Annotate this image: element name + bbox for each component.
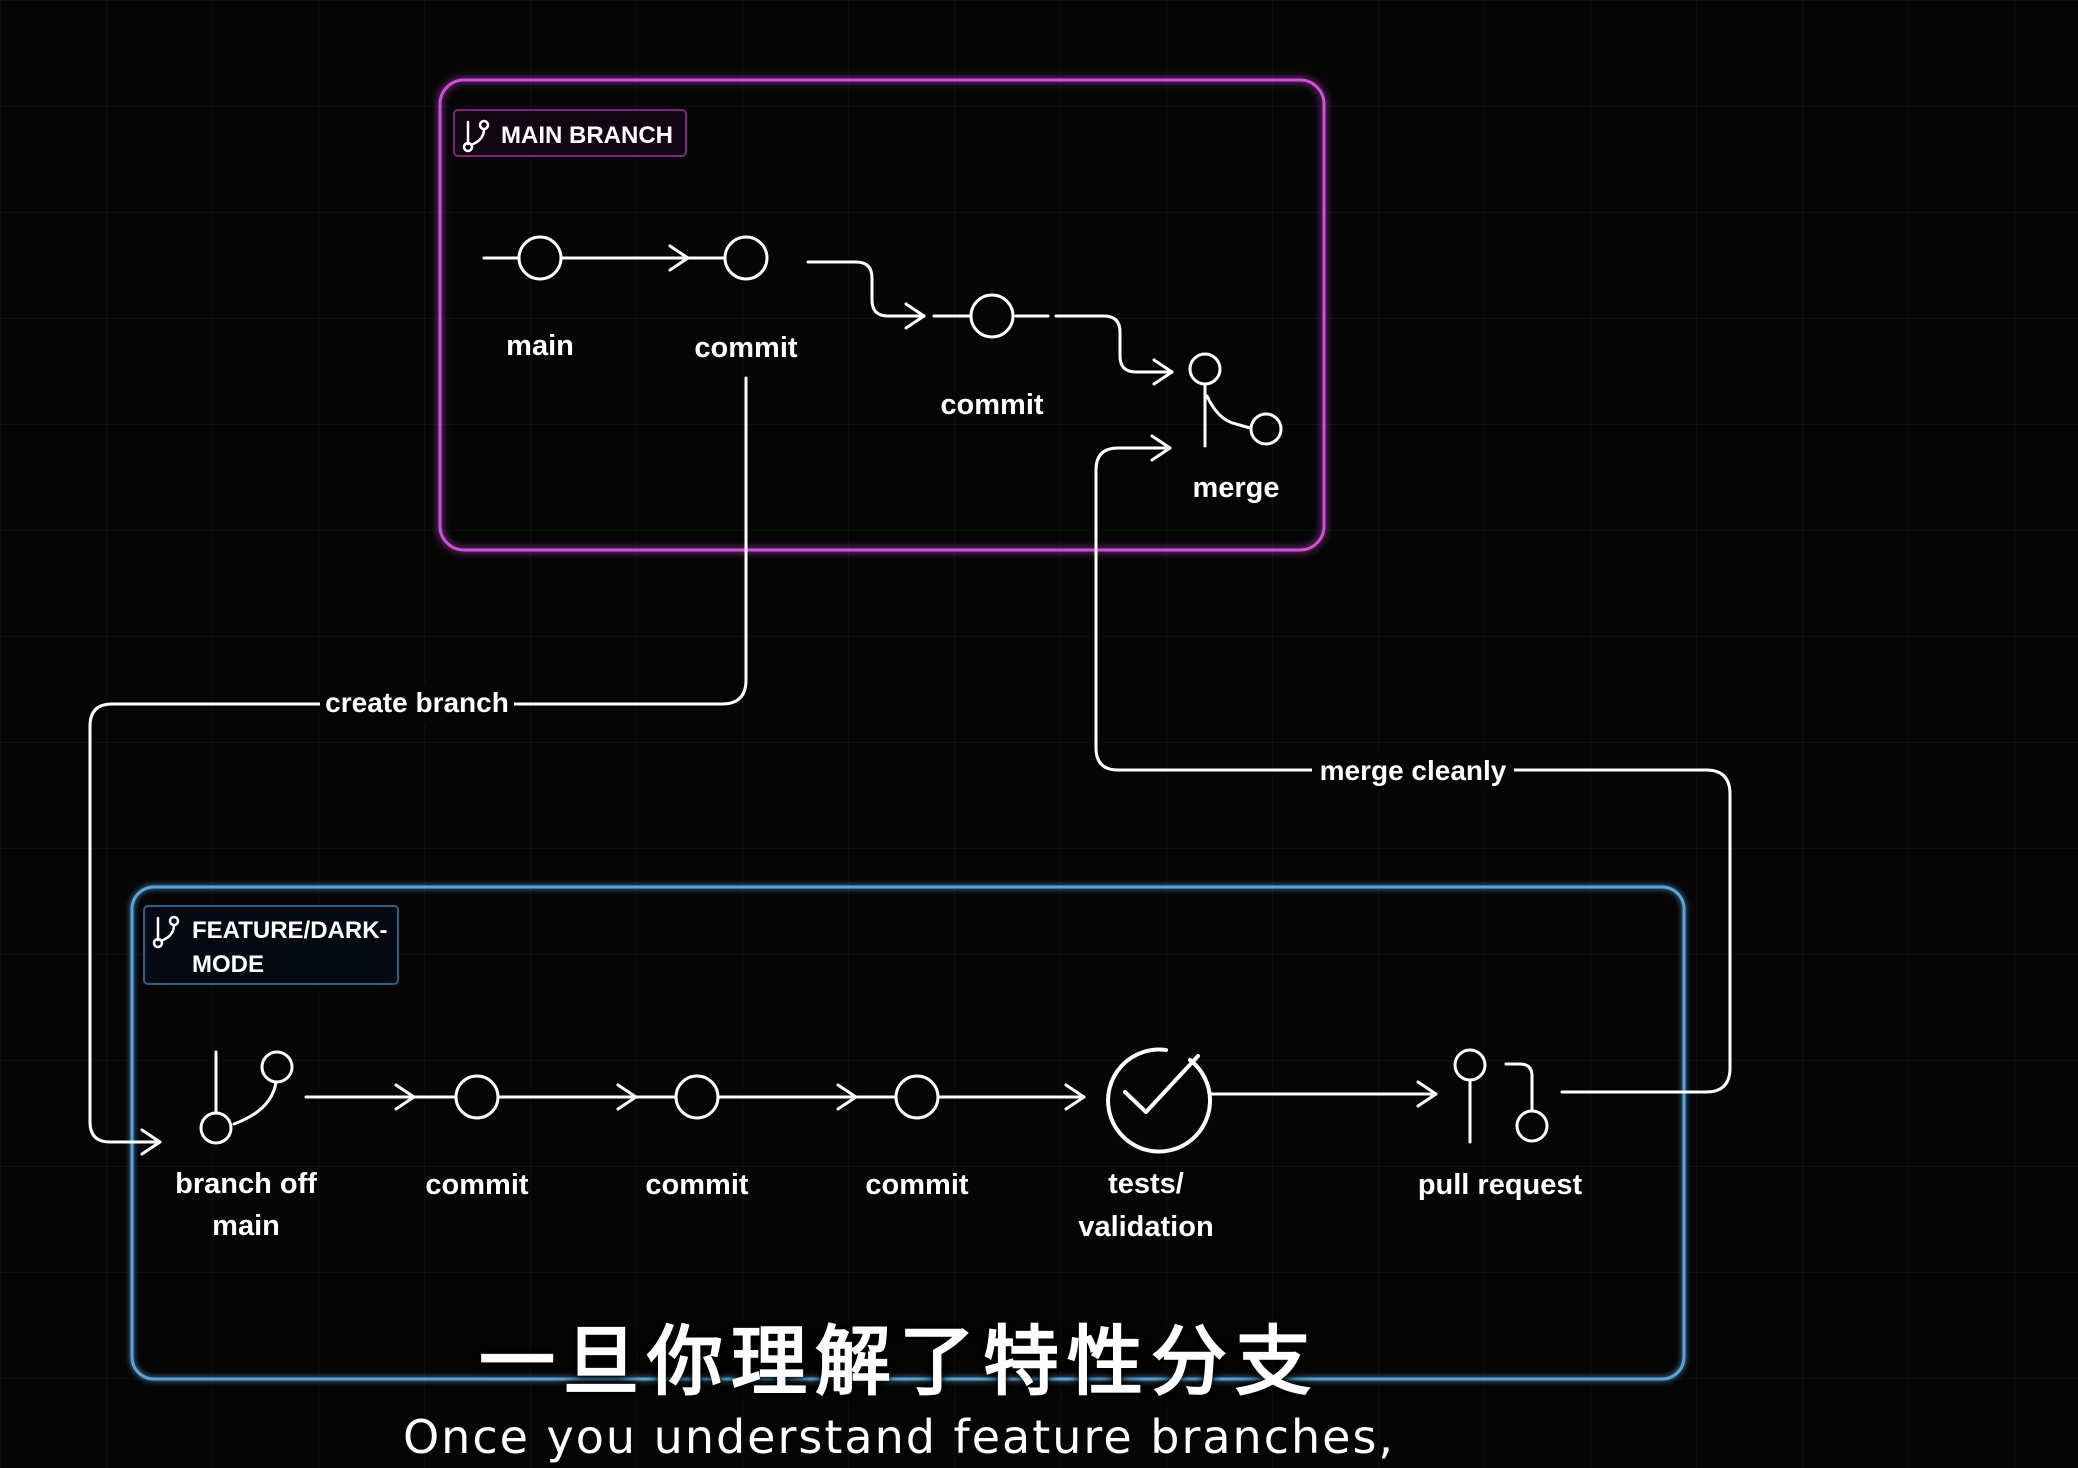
main-commit-label-1: commit (694, 332, 797, 364)
main-label: main (506, 330, 574, 362)
pull-request-icon (1453, 1048, 1549, 1144)
arrowhead (1416, 1080, 1438, 1108)
feature-commit-label-2: commit (645, 1169, 748, 1201)
git-branch-icon (152, 915, 180, 949)
arrowhead (1064, 1083, 1086, 1111)
check-circle-icon (1106, 1047, 1213, 1154)
branch-off-icon (199, 1050, 294, 1145)
create-branch-label: create branch (325, 687, 509, 718)
commit-to-commit-line (806, 260, 926, 318)
pull-request-label: pull request (1418, 1169, 1583, 1201)
branch-off-label-line1: branch off (175, 1168, 317, 1200)
feature-commit-label-3: commit (865, 1169, 968, 1201)
feature-commit-node-2 (674, 1074, 720, 1120)
feature-tag-line2: MODE (192, 951, 264, 978)
feature-commit-node-1 (454, 1074, 500, 1120)
main-branch-container (438, 78, 1326, 552)
branch-off-label-line2: main (212, 1210, 280, 1242)
feature-branch-tag: FEATURE/DARK- MODE (143, 905, 399, 985)
main-branch-tag: MAIN BRANCH (453, 109, 687, 157)
commit-to-merge-line (1054, 314, 1174, 374)
main-commit-node-2 (969, 293, 1015, 339)
arrowhead (1150, 434, 1172, 462)
merge-label: merge (1192, 472, 1279, 504)
main-commit-label-2: commit (940, 389, 1043, 421)
subtitle-english: Once you understand feature branches, (402, 1410, 1396, 1464)
tests-label-line1: tests/ (1108, 1168, 1184, 1200)
git-branch-icon (462, 119, 490, 153)
create-branch-connector (88, 376, 748, 1144)
feature-tag-line1: FEATURE/DARK- (192, 917, 388, 944)
tests-label-line2: validation (1078, 1211, 1213, 1243)
subtitle-chinese: 一旦你理解了特性分支 (479, 1317, 1319, 1406)
main-node (517, 235, 563, 281)
main-commit-node-1 (723, 235, 769, 281)
feature-commit-label-1: commit (425, 1169, 528, 1201)
merge-cleanly-label: merge cleanly (1320, 755, 1507, 786)
arrowhead (140, 1128, 162, 1156)
merge-icon (1188, 352, 1283, 448)
arrowhead (1152, 358, 1174, 386)
main-branch-tag-text: MAIN BRANCH (501, 122, 673, 149)
arrowhead (904, 302, 926, 330)
feature-commit-node-3 (894, 1074, 940, 1120)
feature-branch-container (130, 885, 1686, 1381)
